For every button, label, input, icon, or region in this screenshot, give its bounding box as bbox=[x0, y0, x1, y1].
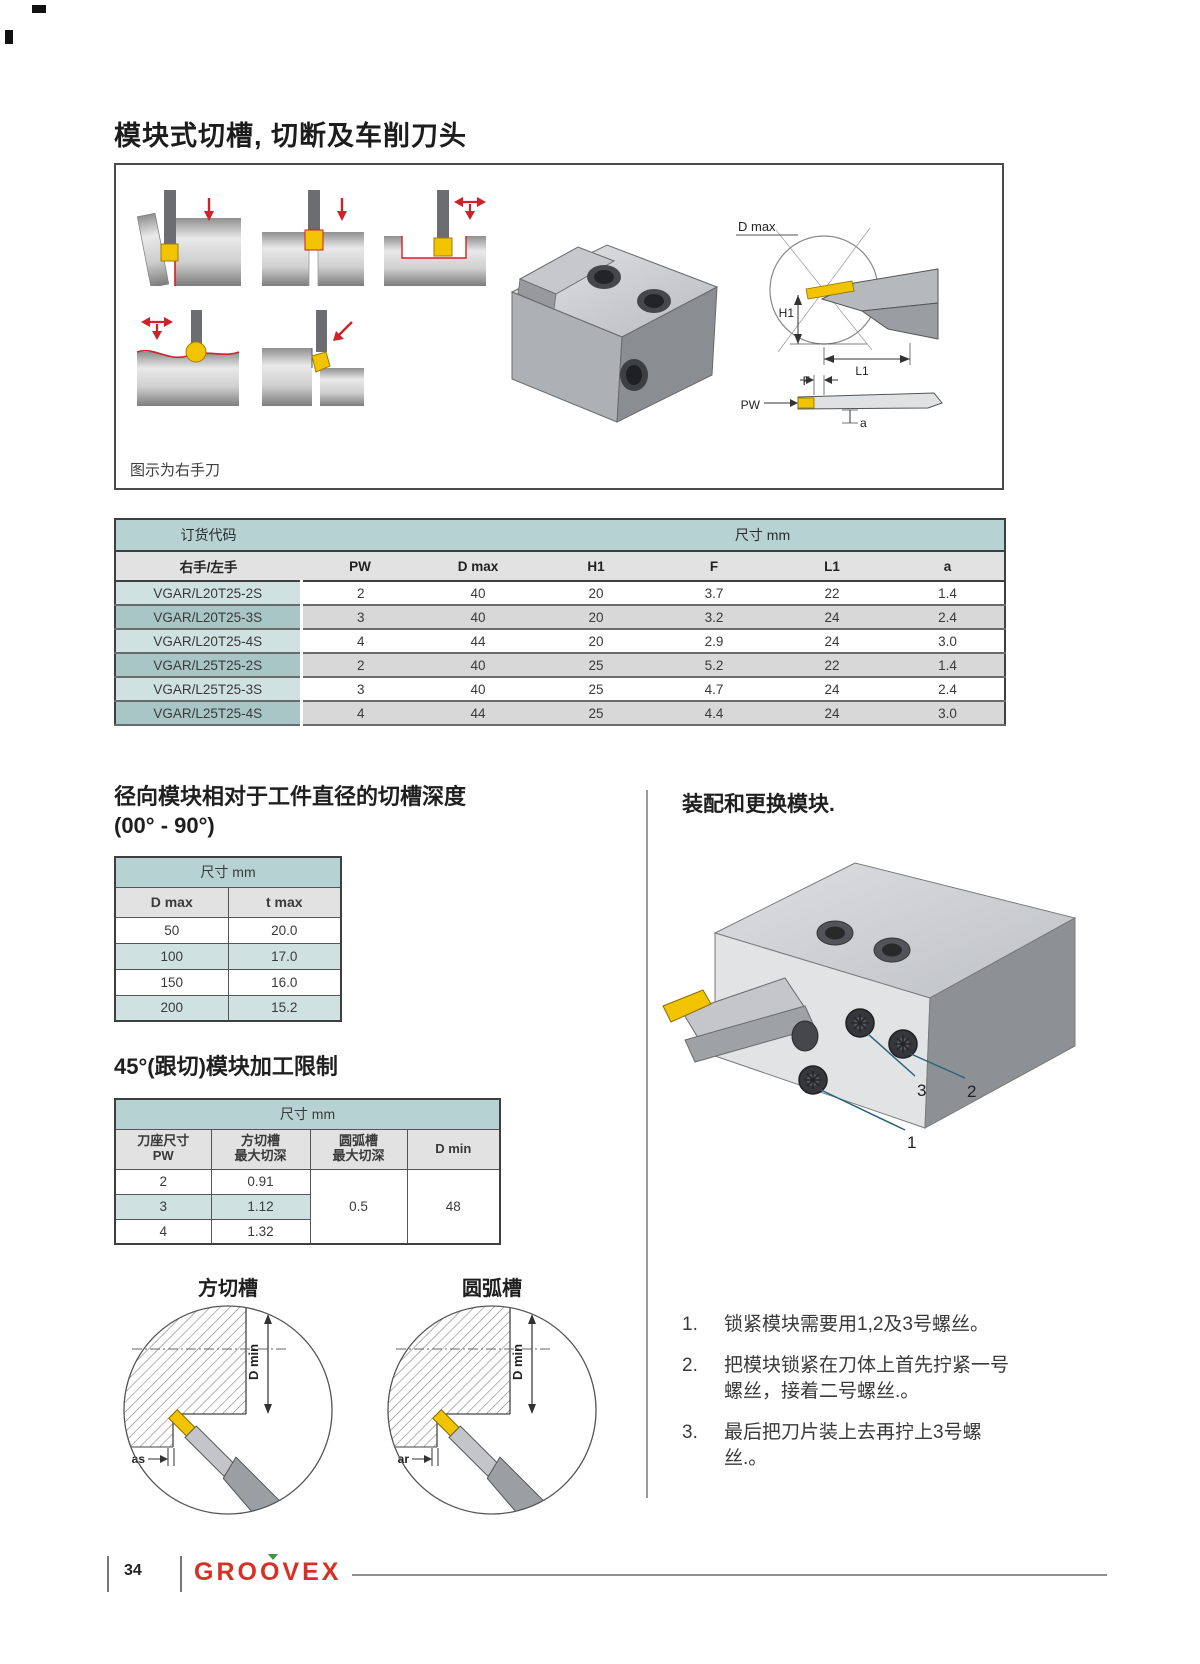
page-number: 34 bbox=[124, 1562, 142, 1579]
h1-label: H1 bbox=[779, 306, 795, 320]
order-code-header: 订货代码 bbox=[115, 519, 301, 552]
depth-col-dmax: D max bbox=[114, 886, 229, 918]
depth-table-header: 尺寸 mm bbox=[114, 856, 342, 888]
tool-3d-render bbox=[510, 244, 719, 423]
profiling-operation-icon bbox=[136, 310, 240, 406]
limit-table: 尺寸 mm 刀座尺寸 PW 方切槽 最大切深 圆弧槽 最大切深 D min 2 … bbox=[114, 1098, 502, 1245]
limit-col-dmin: D min bbox=[406, 1128, 501, 1170]
limit-table-header: 尺寸 mm bbox=[114, 1098, 501, 1130]
footer-divider bbox=[180, 1556, 182, 1592]
round-groove-diagram: D min ar bbox=[387, 1305, 597, 1515]
d-max-label: D max bbox=[738, 219, 776, 234]
dimension-diagram: D max H1 L1 F PW bbox=[736, 219, 943, 430]
figure-caption: 图示为右手刀 bbox=[130, 462, 221, 479]
parting-operation-icon bbox=[136, 190, 241, 286]
table-row: 3 1.12 bbox=[114, 1193, 500, 1220]
merged-round-depth: 0.5 bbox=[309, 1168, 408, 1245]
limit-col-square: 方切槽 最大切深 bbox=[210, 1128, 311, 1170]
col-dmax: D max bbox=[419, 551, 537, 582]
d-min-label: D min bbox=[246, 1344, 261, 1380]
table-row: 2 0.91 0.5 48 bbox=[114, 1168, 501, 1245]
chamfer-operation-icon bbox=[262, 310, 364, 406]
limit-col-round: 圆弧槽 最大切深 bbox=[309, 1128, 408, 1170]
merged-d-min: 48 bbox=[406, 1168, 501, 1245]
dimension-header: 尺寸 mm bbox=[301, 519, 1006, 552]
assembly-step: 3. 最后把刀片装上去再拧上3号螺丝.。 bbox=[682, 1421, 982, 1470]
table-column-header: 右手/左手 PW D max H1 F L1 a bbox=[115, 551, 1006, 582]
brand-logo-triangle-icon bbox=[268, 1554, 278, 1560]
grooving-operation-icon bbox=[262, 190, 364, 286]
callout-3: 3 bbox=[917, 1081, 926, 1100]
round-groove-title: 圆弧槽 bbox=[462, 1278, 522, 1300]
col-hand: 右手/左手 bbox=[115, 551, 301, 582]
page-title: 模块式切槽, 切断及车削刀头 bbox=[114, 121, 468, 151]
column-divider bbox=[646, 790, 648, 1498]
assembly-heading: 装配和更换模块. bbox=[682, 793, 835, 816]
ar-label: ar bbox=[398, 1452, 410, 1466]
order-table: 订货代码 尺寸 mm 右手/左手 PW D max H1 F L1 a VGAR… bbox=[114, 518, 1007, 726]
a-label: a bbox=[860, 416, 867, 430]
table-group-header: 订货代码 尺寸 mm bbox=[115, 519, 1006, 552]
square-groove-diagram: D min as bbox=[123, 1305, 333, 1515]
brand-logo: GROOVEX bbox=[194, 1558, 342, 1586]
assembly-illustration: 3 2 1 bbox=[662, 862, 1077, 1152]
square-groove-title: 方切槽 bbox=[198, 1278, 258, 1300]
crop-mark-left bbox=[5, 30, 13, 44]
screw-3-icon bbox=[845, 1008, 875, 1038]
d-min-label: D min bbox=[510, 1344, 525, 1380]
footer-divider bbox=[107, 1556, 109, 1592]
footer-rule bbox=[352, 1574, 1107, 1576]
pw-label: PW bbox=[741, 398, 761, 412]
callout-2: 2 bbox=[967, 1082, 976, 1101]
col-f: F bbox=[655, 551, 773, 582]
table-row: 4 1.32 bbox=[114, 1218, 500, 1245]
col-h1: H1 bbox=[537, 551, 655, 582]
l1-label: L1 bbox=[855, 364, 869, 378]
screw-2-icon bbox=[888, 1029, 918, 1059]
tool-figure-panel: D max H1 L1 F PW bbox=[114, 163, 1004, 490]
limit-section-heading: 45°(跟切)模块加工限制 bbox=[114, 1054, 338, 1079]
col-pw: PW bbox=[301, 551, 419, 582]
assembly-steps: 1. 锁紧模块需要用1,2及3号螺丝。 2. 把模块锁紧在刀体上首先拧紧一号螺丝… bbox=[682, 1312, 1017, 1473]
assembly-step: 1. 锁紧模块需要用1,2及3号螺丝。 bbox=[682, 1314, 989, 1335]
wide-grooving-operation-icon bbox=[384, 190, 486, 286]
callout-1: 1 bbox=[907, 1133, 916, 1152]
depth-section-heading: 径向模块相对于工件直径的切槽深度 (00° - 90°) bbox=[114, 784, 467, 838]
col-l1: L1 bbox=[773, 551, 891, 582]
col-a: a bbox=[891, 551, 1006, 582]
assembly-step: 2. 把模块锁紧在刀体上首先拧紧一号螺丝，接着二号螺丝.。 bbox=[682, 1354, 1010, 1403]
screw-1-icon bbox=[798, 1065, 828, 1095]
limit-col-pw: 刀座尺寸 PW bbox=[114, 1128, 212, 1170]
crop-mark-top bbox=[32, 5, 46, 13]
depth-col-tmax: t max bbox=[227, 886, 342, 918]
